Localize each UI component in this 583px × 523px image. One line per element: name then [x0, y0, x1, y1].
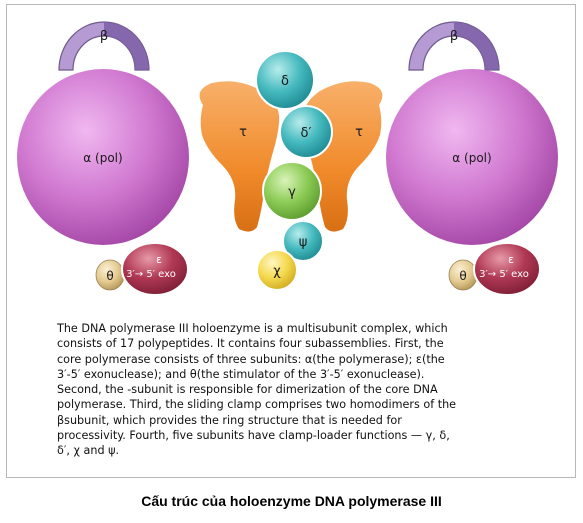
- left-beta-clamp: β: [58, 21, 150, 71]
- left-theta-label: θ: [106, 269, 113, 283]
- left-epsilon-subunit: [121, 242, 189, 296]
- right-exo-label: 3′→ 5′ exo: [479, 269, 529, 280]
- description-line: δ′, χ and ψ.: [57, 444, 120, 458]
- delta-prime-subunit: [279, 105, 333, 159]
- description-text: The DNA polymerase III holoenzyme is a m…: [57, 321, 549, 459]
- description-line: βsubunit, which provides the ring struct…: [57, 413, 402, 427]
- gamma-label: γ: [288, 185, 296, 200]
- left-alpha-label: α (pol): [83, 151, 122, 165]
- figure-caption: Cấu trúc của holoenzyme DNA polymerase I…: [141, 493, 442, 509]
- description-line: 3′-5′ exonuclease); and θ(the stimulator…: [57, 367, 425, 381]
- psi-subunit: [282, 220, 324, 262]
- tau-right-label: τ: [355, 125, 363, 140]
- description-line: processivity. Fourth, five subunits have…: [57, 429, 450, 443]
- left-beta-label: β: [100, 29, 108, 44]
- right-beta-clamp: β: [408, 21, 500, 71]
- right-epsilon-subunit: [473, 242, 541, 296]
- delta-prime-label: δ′: [301, 126, 312, 141]
- gamma-subunit: [262, 161, 322, 221]
- right-alpha-subunit: [386, 69, 558, 245]
- delta-label: δ: [281, 74, 289, 89]
- psi-label: ψ: [299, 235, 308, 250]
- chi-label: χ: [273, 264, 281, 279]
- delta-subunit: [255, 50, 315, 110]
- left-alpha-subunit: [17, 69, 189, 245]
- holoenzyme-diagram: β α (pol) θ ε 3′→ 5′ exo β τ τ α (pol) θ…: [17, 21, 558, 296]
- right-theta-label: θ: [459, 269, 466, 283]
- right-beta-label: β: [450, 29, 458, 44]
- description-line: core polymerase consists of three subuni…: [57, 352, 445, 366]
- left-epsilon-label: ε: [156, 253, 162, 266]
- chi-subunit: [256, 249, 298, 291]
- tau-left-label: τ: [239, 125, 247, 140]
- description-line: Second, the -subunit is responsible for …: [57, 383, 438, 397]
- description-line: The DNA polymerase III holoenzyme is a m…: [57, 322, 448, 335]
- right-epsilon-label: ε: [508, 253, 514, 266]
- description-line: polymerase. Third, the sliding clamp com…: [57, 398, 457, 412]
- description-line: consists of 17 polypeptides. It contains…: [57, 337, 444, 351]
- figure-frame: β α (pol) θ ε 3′→ 5′ exo β τ τ α (pol) θ…: [6, 4, 576, 478]
- left-exo-label: 3′→ 5′ exo: [126, 269, 176, 280]
- right-alpha-label: α (pol): [452, 151, 491, 165]
- tau-left-subunit: [199, 81, 280, 232]
